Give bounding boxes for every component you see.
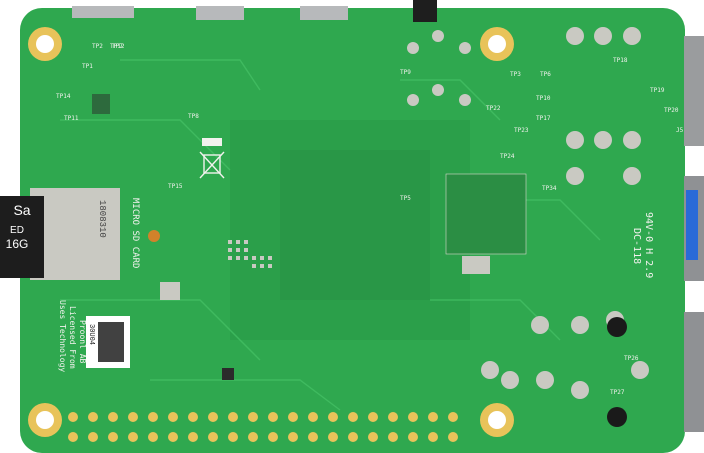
svg-text:J5: J5 (676, 127, 684, 134)
svg-text:TP5: TP5 (400, 195, 411, 202)
sd-card-slot (30, 188, 120, 280)
crystal-oscillator-2 (160, 282, 180, 300)
svg-text:TP8: TP8 (188, 113, 199, 120)
sd-card-capacity: 16G (6, 237, 29, 251)
svg-text:TP9: TP9 (400, 69, 411, 76)
svg-text:TP1: TP1 (82, 63, 93, 70)
bolt-2 (607, 407, 627, 427)
usb-port-lower (684, 312, 704, 432)
svg-text:TP7: TP7 (112, 43, 123, 50)
small-ic-2 (92, 94, 110, 114)
ground-plane-region-2 (280, 150, 430, 300)
svg-text:TP24: TP24 (500, 153, 515, 160)
svg-text:TP34: TP34 (542, 185, 557, 192)
svg-text:TP27: TP27 (610, 389, 625, 396)
svg-text:TP2: TP2 (92, 43, 103, 50)
datamatrix-text: 30U04 (87, 324, 95, 345)
svg-text:TP23: TP23 (514, 127, 529, 134)
sd-card (0, 196, 44, 278)
audio-jack (413, 0, 437, 22)
bolt-1 (607, 317, 627, 337)
usb-port-accent (686, 190, 698, 260)
svg-text:TP10: TP10 (536, 95, 551, 102)
traces (60, 59, 601, 411)
silk-rating: 94V-0 H 2.9 (643, 212, 654, 278)
weee-icon (199, 151, 225, 179)
orange-via (148, 230, 160, 242)
main-soc-pads (445, 173, 527, 255)
svg-text:TP19: TP19 (650, 87, 665, 94)
sd-card-line2: ED (10, 225, 24, 236)
svg-text:TP22: TP22 (486, 105, 501, 112)
svg-text:TP14: TP14 (56, 93, 71, 100)
tp-labels: TP1 TP2 TP3 TP5 TP6 TP7 TP8 TP9 TP10 TP1… (56, 43, 684, 396)
silk-license-3: Proonl AB (78, 320, 87, 364)
silk-license-2: Licensed From (68, 306, 77, 369)
small-ic (222, 368, 234, 380)
component-grid (228, 240, 272, 268)
svg-text:TP17: TP17 (536, 115, 551, 122)
usb-c-connector (72, 6, 134, 18)
svg-text:TP11: TP11 (64, 115, 79, 122)
crystal-oscillator (462, 256, 490, 274)
silk-license-1: Uses Technology (58, 300, 67, 372)
sd-card-brand: Sa (13, 202, 30, 218)
gpio-header-pads (68, 412, 458, 442)
mounting-holes (28, 27, 514, 437)
ethernet-port (684, 36, 704, 146)
micro-hdmi-connector-1 (196, 6, 244, 20)
svg-text:TP3: TP3 (510, 71, 521, 78)
svg-text:TP18: TP18 (613, 57, 628, 64)
svg-text:TP15: TP15 (168, 183, 183, 190)
svg-text:TP12: TP12 (110, 43, 125, 50)
svg-text:TP6: TP6 (540, 71, 551, 78)
silk-sd-label: MICRO SD CARD (130, 198, 140, 268)
svg-text:TP20: TP20 (664, 107, 679, 114)
datamatrix-code (98, 322, 124, 362)
micro-hdmi-connector-2 (300, 6, 348, 20)
warning-mark (202, 138, 222, 146)
svg-text:TP26: TP26 (624, 355, 639, 362)
silk-rating-2: DC-118 (631, 228, 642, 264)
sd-card-code: 1808310 (97, 200, 107, 238)
